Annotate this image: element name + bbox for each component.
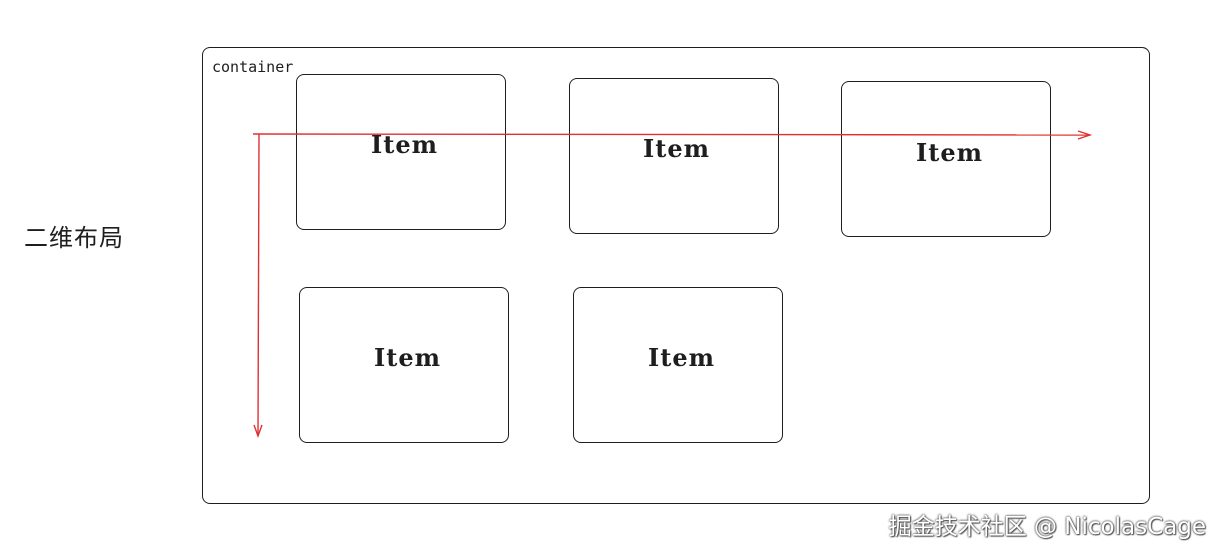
item-box-4 xyxy=(299,287,509,443)
item-box-1 xyxy=(296,74,506,230)
watermark: 掘金技术社区 @ NicolasCage xyxy=(888,514,1206,540)
container-box xyxy=(202,47,1150,504)
item-label-5: Item xyxy=(648,343,715,372)
diagram-title: 二维布局 xyxy=(24,224,124,252)
item-label-1: Item xyxy=(371,130,438,159)
item-label-2: Item xyxy=(643,134,710,163)
item-label-3: Item xyxy=(916,138,983,167)
item-box-3 xyxy=(841,81,1051,237)
item-box-5 xyxy=(573,287,783,443)
item-label-4: Item xyxy=(374,343,441,372)
container-label: container xyxy=(212,58,294,76)
item-box-2 xyxy=(569,78,779,234)
